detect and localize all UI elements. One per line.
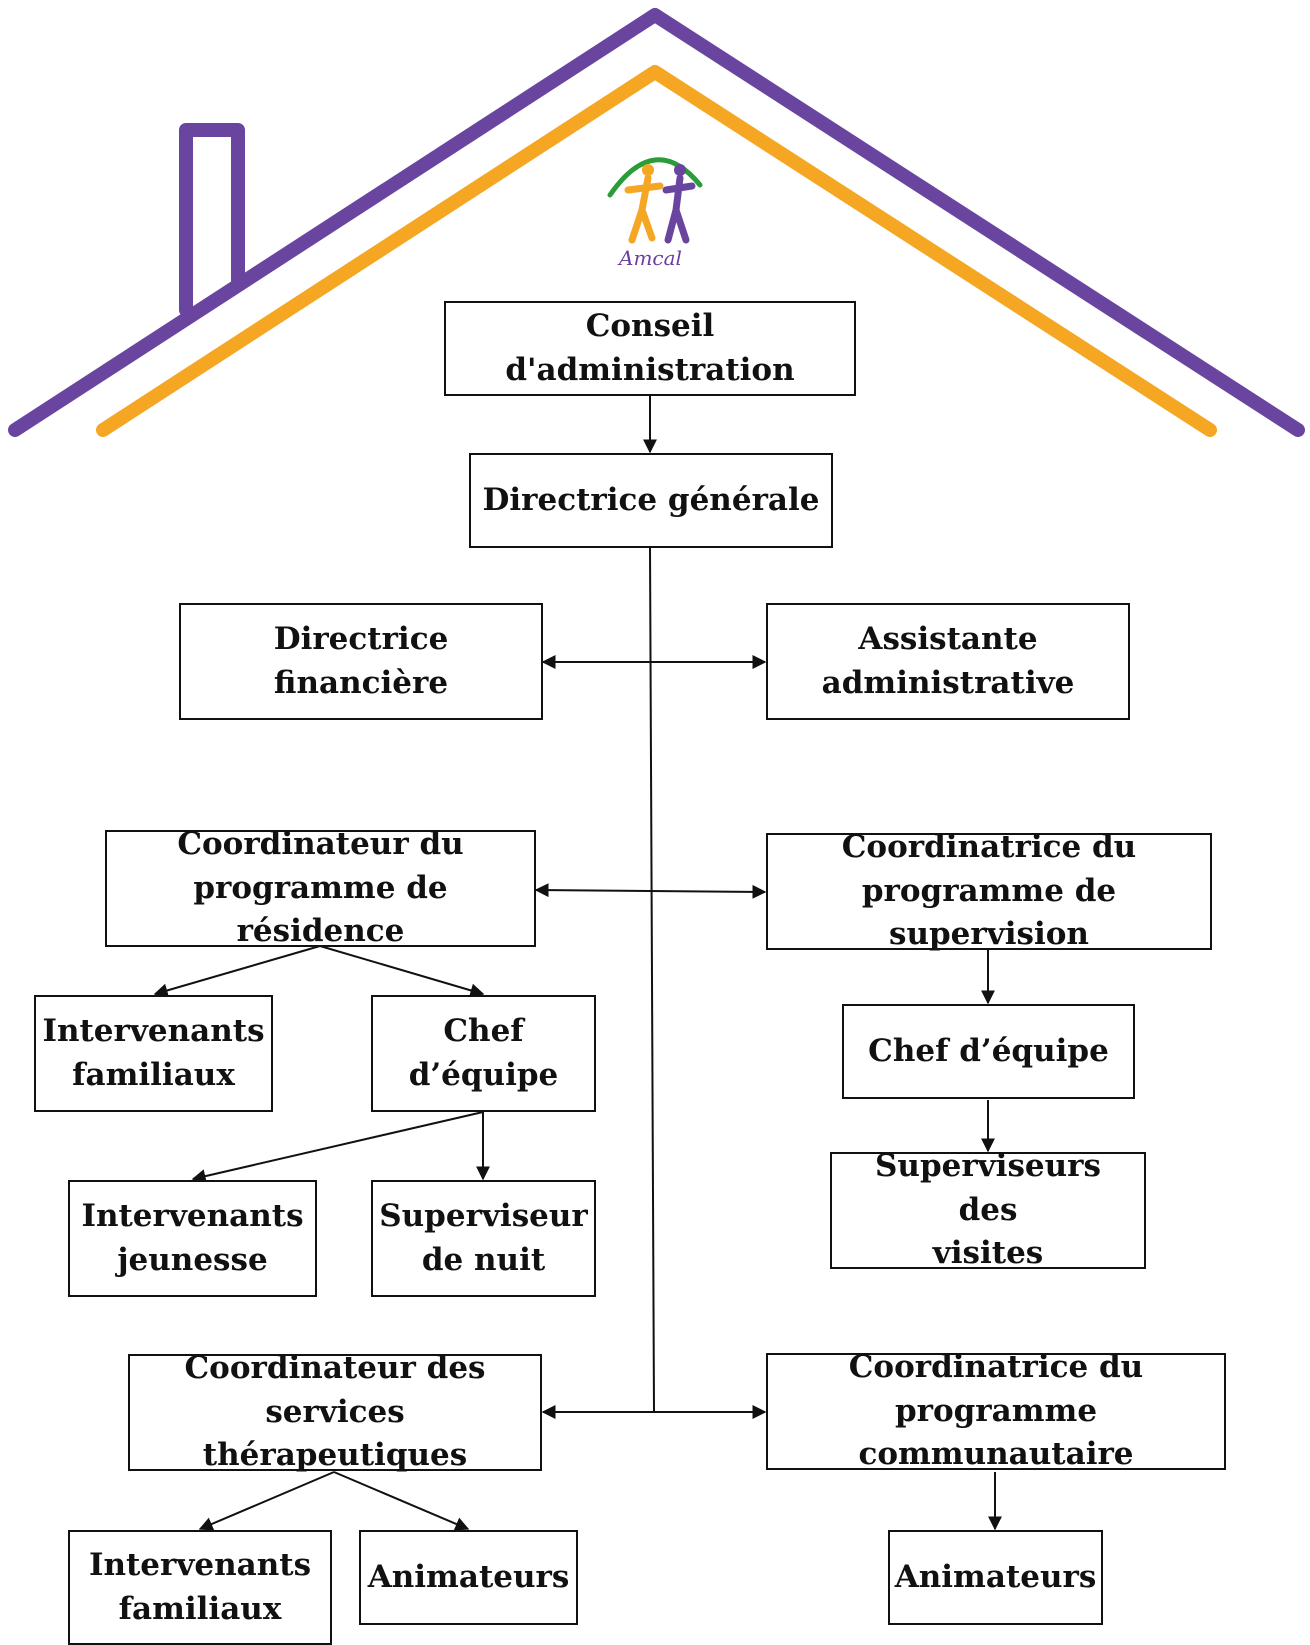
node-coordinatrice-supervision: Coordinatrice du programme de supervisio… xyxy=(766,829,1212,952)
node-label: Coordinateur du programme de résidence xyxy=(177,826,464,950)
node-label: Chef d’équipe xyxy=(868,1032,1109,1069)
node-intervenants-familiaux-residence: Intervenants familiaux xyxy=(34,995,273,1112)
node-label: Coordinatrice du programme de supervisio… xyxy=(841,829,1137,953)
node-conseil-administration: Conseil d'administration xyxy=(444,301,856,396)
node-chef-equipe-residence: Chef d’équipe xyxy=(371,995,596,1112)
node-label: Animateurs xyxy=(894,1558,1097,1595)
node-intervenants-familiaux-therapeutiques: Intervenants familiaux xyxy=(68,1530,332,1645)
node-label: Intervenants familiaux xyxy=(88,1547,312,1627)
logo-text: Amcal xyxy=(619,246,682,270)
node-coordinateur-residence: Coordinateur du programme de résidence xyxy=(105,826,536,949)
chimney xyxy=(179,123,245,317)
roof-inner-line xyxy=(96,65,1217,437)
node-animateurs-communautaire: Animateurs xyxy=(888,1530,1103,1625)
node-label: Conseil d'administration xyxy=(505,308,795,388)
node-animateurs-therapeutiques: Animateurs xyxy=(359,1530,578,1625)
node-label: Directrice financière xyxy=(273,621,449,701)
node-assistante-administrative: Assistante administrative xyxy=(766,603,1130,720)
node-coordinateur-therapeutiques: Coordinateur des services thérapeutiques xyxy=(128,1350,542,1473)
node-label: Intervenants familiaux xyxy=(42,1013,265,1093)
node-label: Superviseurs des visites xyxy=(875,1148,1101,1272)
node-intervenants-jeunesse: Intervenants jeunesse xyxy=(68,1180,317,1297)
node-label: Coordinatrice du programme communautaire xyxy=(848,1349,1144,1473)
node-label: Assistante administrative xyxy=(821,621,1075,701)
node-directrice-generale: Directrice générale xyxy=(469,453,833,548)
node-superviseur-nuit: Superviseur de nuit xyxy=(371,1180,596,1297)
node-coordinatrice-communautaire: Coordinatrice du programme communautaire xyxy=(766,1349,1226,1472)
node-label: Chef d’équipe xyxy=(408,1013,559,1093)
connectors xyxy=(153,396,1002,1531)
node-label: Directrice générale xyxy=(482,481,820,518)
node-label: Coordinateur des services thérapeutiques xyxy=(184,1350,486,1474)
node-label: Intervenants jeunesse xyxy=(81,1198,304,1278)
roof-outer-line xyxy=(8,8,1305,437)
node-label: Animateurs xyxy=(367,1558,570,1595)
node-superviseurs-visites: Superviseurs des visites xyxy=(830,1148,1146,1271)
node-label: Superviseur de nuit xyxy=(379,1198,588,1278)
node-directrice-financiere: Directrice financière xyxy=(179,603,543,720)
amcal-logo xyxy=(607,157,703,244)
node-chef-equipe-supervision: Chef d’équipe xyxy=(842,1004,1135,1099)
